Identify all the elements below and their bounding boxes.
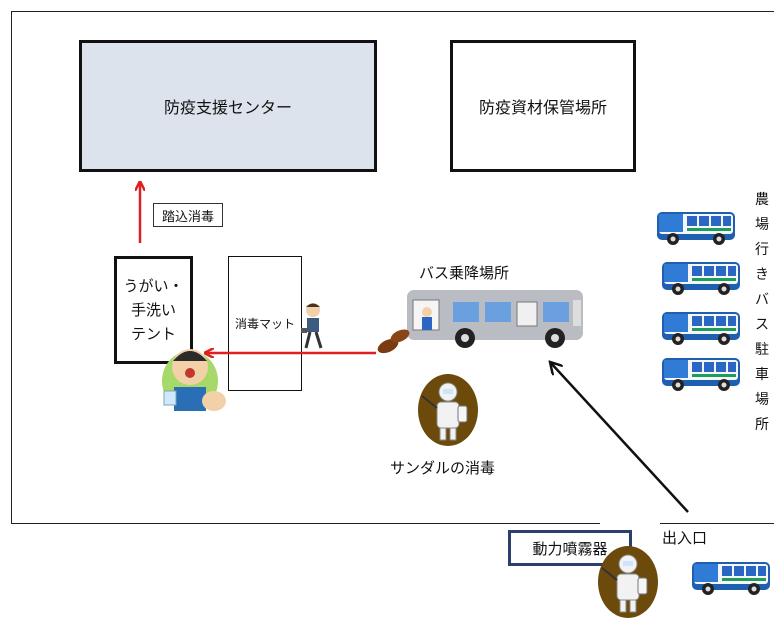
tent-label: うがい・ 手洗い テント — [123, 277, 184, 343]
worker-icon — [417, 373, 479, 447]
parked-bus-icon — [657, 212, 735, 245]
sprayer-text: 動力噴霧器 — [532, 539, 608, 558]
mat-label: 消毒マット — [234, 317, 295, 331]
parking-char: 場 — [755, 217, 769, 233]
parking-char: 行 — [755, 242, 769, 258]
parked-bus-icon — [662, 358, 740, 391]
parking-char: 所 — [755, 417, 769, 433]
parking-char: 農 — [755, 192, 769, 208]
storage-box: 防疫資材保管場所 — [450, 40, 636, 172]
entrance-gap — [600, 519, 660, 529]
parking-char: 駐 — [755, 342, 769, 358]
support-center-label: 防疫支援センター — [163, 98, 292, 117]
parked-bus-icon — [662, 312, 740, 345]
power-sprayer-label: 動力噴霧器 — [508, 530, 632, 566]
parking-char: き — [755, 267, 769, 283]
sandal-disinfection-label: サンダルの消毒 — [390, 459, 496, 477]
parked-bus-icon — [662, 262, 740, 295]
parking-char: バ — [755, 292, 769, 308]
gargle-icon — [162, 349, 226, 411]
entrance-label: 出入口 — [662, 529, 708, 547]
arriving-bus-icon — [692, 562, 770, 595]
sprayer-worker-icon — [597, 545, 659, 619]
arrow-entrance-to-bus — [550, 362, 689, 513]
support-center-box: 防疫支援センター — [79, 40, 377, 172]
bus-icon — [407, 290, 583, 348]
parking-char: 場 — [755, 392, 769, 408]
tent-box: うがい・ 手洗い テント — [114, 256, 193, 364]
disinfection-mat-box: 消毒マット — [228, 256, 302, 391]
tread-text: 踏込消毒 — [161, 209, 214, 225]
parking-char: ス — [755, 317, 769, 333]
bus-parking-label: 農 場 行 き バ ス 駐 車 場 所 — [752, 188, 772, 438]
tread-disinfection-label: 踏込消毒 — [153, 203, 223, 227]
sandals-icon — [377, 329, 410, 354]
site-boundary — [11, 11, 774, 524]
person-icon — [301, 303, 323, 349]
bus-stop-label: バス乗降場所 — [419, 264, 510, 282]
parking-char: 車 — [755, 367, 769, 383]
storage-label: 防疫資材保管場所 — [478, 98, 607, 117]
